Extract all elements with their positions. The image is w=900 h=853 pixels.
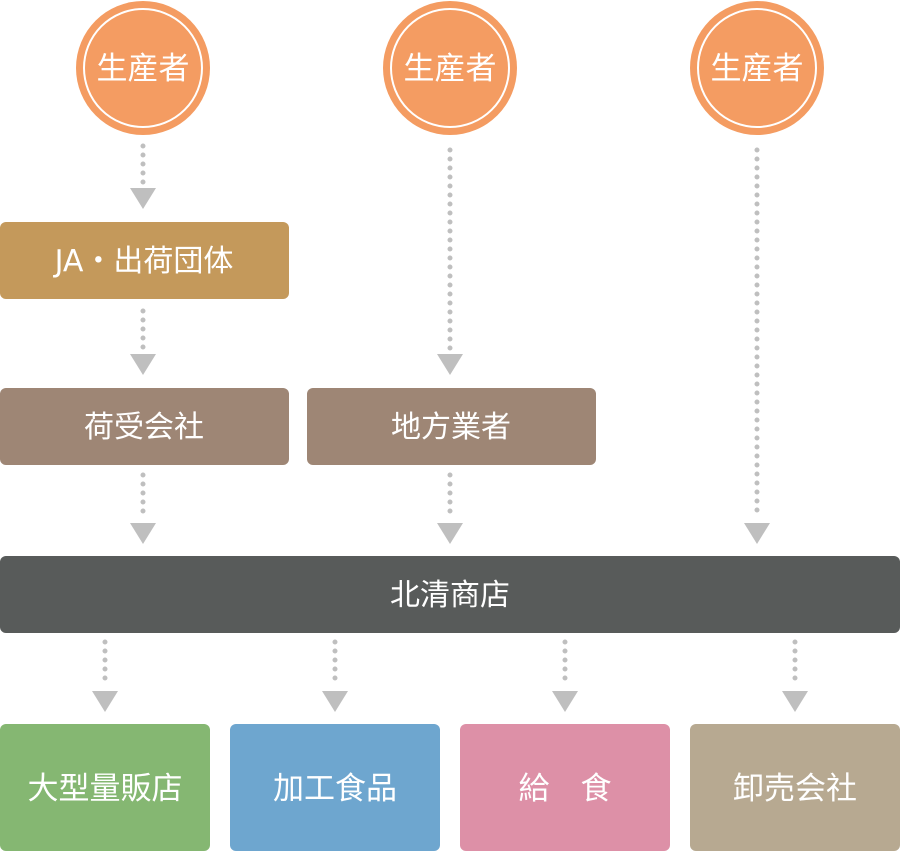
ja-node: JA・出荷団体 bbox=[0, 222, 289, 299]
arrow-producer1-to-ja bbox=[130, 143, 156, 209]
hub-node: 北清商店 bbox=[0, 556, 900, 633]
receiver-label: 荷受会社 bbox=[84, 410, 204, 445]
connectors bbox=[92, 143, 808, 712]
arrow-producer3-to-hub bbox=[744, 147, 770, 544]
arrow-producer2-to-local bbox=[437, 147, 463, 375]
producer-node-3: 生産者 bbox=[690, 1, 824, 135]
local-dealer-label: 地方業者 bbox=[391, 410, 511, 445]
producer-label: 生産者 bbox=[97, 51, 190, 87]
hub-label: 北清商店 bbox=[390, 578, 510, 613]
producer-node-2: 生産者 bbox=[383, 1, 517, 135]
destination-node-1: 大型量販店 bbox=[0, 724, 210, 851]
arrow-hub-to-dest-4 bbox=[782, 639, 808, 712]
local-dealer-node: 地方業者 bbox=[307, 388, 596, 465]
producer-label: 生産者 bbox=[711, 51, 804, 87]
arrow-hub-to-dest-2 bbox=[322, 639, 348, 712]
destination-label: 加工食品 bbox=[273, 771, 397, 807]
ja-label: JA・出荷団体 bbox=[53, 244, 234, 279]
destination-node-2: 加工食品 bbox=[230, 724, 440, 851]
arrow-hub-to-dest-1 bbox=[92, 639, 118, 712]
arrow-local-to-hub bbox=[437, 472, 463, 544]
arrow-ja-to-receiver bbox=[130, 308, 156, 375]
producer-label: 生産者 bbox=[404, 51, 497, 87]
destination-node-4: 卸売会社 bbox=[690, 724, 900, 851]
destination-label: 給 食 bbox=[519, 771, 612, 807]
destination-label: 大型量販店 bbox=[28, 771, 183, 807]
producer-node-1: 生産者 bbox=[76, 1, 210, 135]
arrow-receiver-to-hub bbox=[130, 472, 156, 544]
receiver-node: 荷受会社 bbox=[0, 388, 289, 465]
destination-label: 卸売会社 bbox=[733, 771, 857, 807]
arrow-hub-to-dest-3 bbox=[552, 639, 578, 712]
destination-node-3: 給 食 bbox=[460, 724, 670, 851]
